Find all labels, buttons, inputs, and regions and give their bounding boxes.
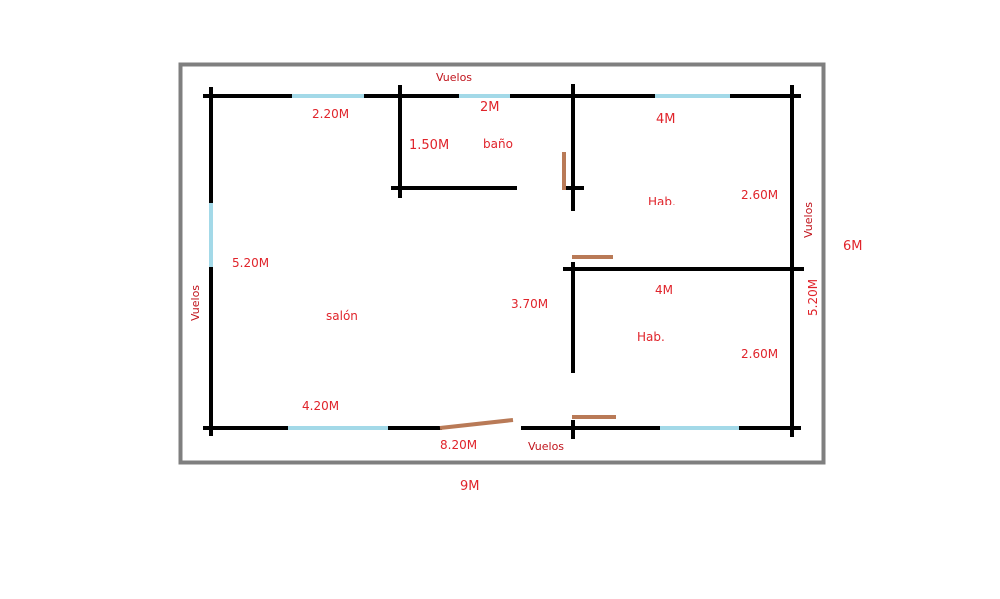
overhang-top-label: Vuelos <box>436 71 473 84</box>
dim-left-wall: 5.20M <box>232 256 270 270</box>
room-label-bedroom-bottom: Hab. <box>637 330 665 344</box>
dim-bedroom-top-depth: 2.60M <box>741 188 779 202</box>
dim-bath-depth: 1.50M <box>409 138 450 153</box>
dim-right-wall: 5.20M <box>806 278 820 316</box>
dim-partition: 3.70M <box>511 297 549 311</box>
dim-bath-width: 2M <box>480 100 500 115</box>
dim-bedroom-top-width: 4M <box>656 112 676 127</box>
door-entrance <box>439 418 514 430</box>
room-label-bathroom: baño <box>483 137 513 151</box>
windows <box>209 94 739 430</box>
overhang-left-label: Vuelos <box>189 284 202 321</box>
overall-width-label: 9M <box>460 479 480 494</box>
overhang-frame <box>178 62 826 465</box>
doors <box>439 152 616 430</box>
dim-bottom-window: 4.20M <box>302 399 340 413</box>
dim-bottom-wall: 8.20M <box>440 438 478 452</box>
dim-top-left-window: 2.20M <box>312 107 350 121</box>
overhang-bottom-label: Vuelos <box>528 440 565 453</box>
dim-bedroom-bottom-width: 4M <box>655 283 673 297</box>
dim-bedroom-bottom-depth: 2.60M <box>741 347 779 361</box>
interior-walls <box>391 84 804 439</box>
room-label-living: salón <box>326 309 358 323</box>
room-label-bedroom-top: Hab. <box>648 196 676 205</box>
overall-depth-label: 6M <box>843 239 863 254</box>
overhang-right-label: Vuelos <box>802 201 815 238</box>
